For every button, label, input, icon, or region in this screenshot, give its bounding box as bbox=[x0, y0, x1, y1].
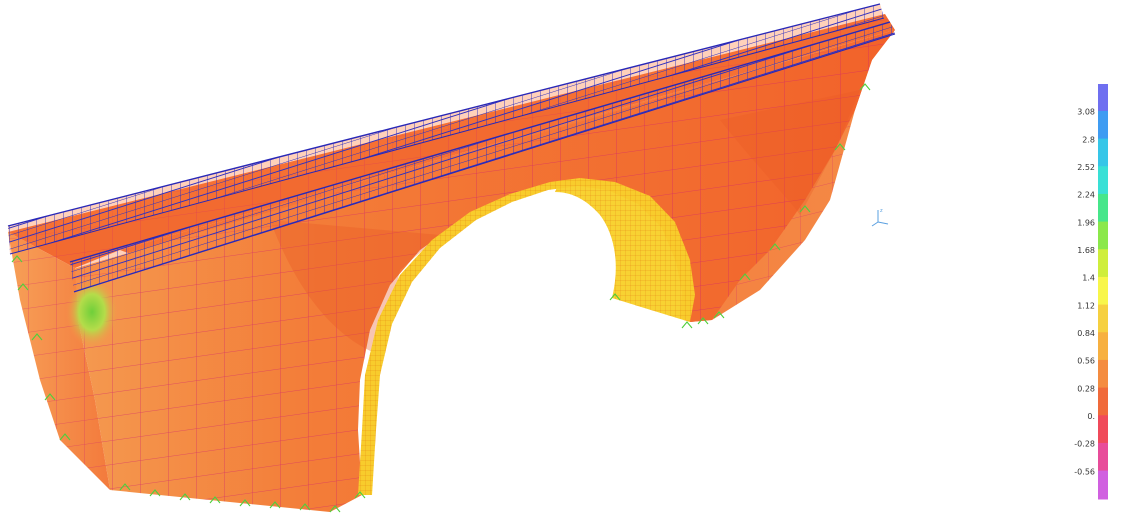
legend-tick-label: 2.24 bbox=[1077, 191, 1095, 200]
legend-tick-label: 1.68 bbox=[1077, 246, 1095, 255]
legend-tick-label: 0.28 bbox=[1077, 384, 1095, 393]
legend-band bbox=[1098, 277, 1108, 306]
legend-tick-label: 2.52 bbox=[1077, 163, 1095, 172]
legend-tick-label: 1.96 bbox=[1077, 218, 1095, 227]
legend-band bbox=[1098, 333, 1108, 362]
support-restraints bbox=[11, 83, 871, 513]
far-railing bbox=[7, 3, 885, 255]
legend-tick-label: 2.8 bbox=[1082, 135, 1095, 144]
legend-band bbox=[1098, 194, 1108, 223]
legend-band bbox=[1098, 360, 1108, 389]
legend-band bbox=[1098, 416, 1108, 445]
front-spandrel-wall bbox=[70, 30, 895, 512]
legend-band bbox=[1098, 471, 1108, 500]
stress-color-legend: 3.08 2.8 2.52 2.24 1.96 1.68 1.4 1.12 0.84 0.56 0.… bbox=[1060, 84, 1120, 504]
legend-tick-label: 0.56 bbox=[1077, 357, 1095, 366]
legend-tick-label: 1.4 bbox=[1082, 274, 1095, 283]
legend-tick-label: -0.28 bbox=[1074, 440, 1095, 449]
legend-color-scale: 3.08 2.8 2.52 2.24 1.96 1.68 1.4 1.12 0.84 0.56 0.… bbox=[1074, 84, 1108, 500]
legend-tick-label: 0.84 bbox=[1077, 329, 1095, 338]
legend-band bbox=[1098, 167, 1108, 196]
legend-tick-label: 0. bbox=[1087, 412, 1095, 421]
abutment-end-face bbox=[8, 232, 118, 490]
legend-band bbox=[1098, 139, 1108, 168]
deck-top bbox=[8, 14, 895, 268]
legend-tick-label: -0.56 bbox=[1074, 467, 1095, 476]
legend-band bbox=[1098, 443, 1108, 472]
stress-hotspot bbox=[66, 276, 118, 348]
axes-triad-icon: z bbox=[871, 208, 889, 227]
legend-band bbox=[1098, 84, 1108, 113]
arch-ring bbox=[358, 178, 695, 495]
legend-tick-label: 1.12 bbox=[1077, 301, 1095, 310]
legend-band bbox=[1098, 305, 1108, 334]
legend-band bbox=[1098, 250, 1108, 279]
legend-band bbox=[1098, 111, 1108, 140]
near-railing bbox=[69, 21, 896, 293]
axes-triad-label: z bbox=[880, 208, 883, 214]
legend-band bbox=[1098, 388, 1108, 417]
legend-band bbox=[1098, 222, 1108, 251]
legend-tick-label: 3.08 bbox=[1077, 108, 1095, 117]
